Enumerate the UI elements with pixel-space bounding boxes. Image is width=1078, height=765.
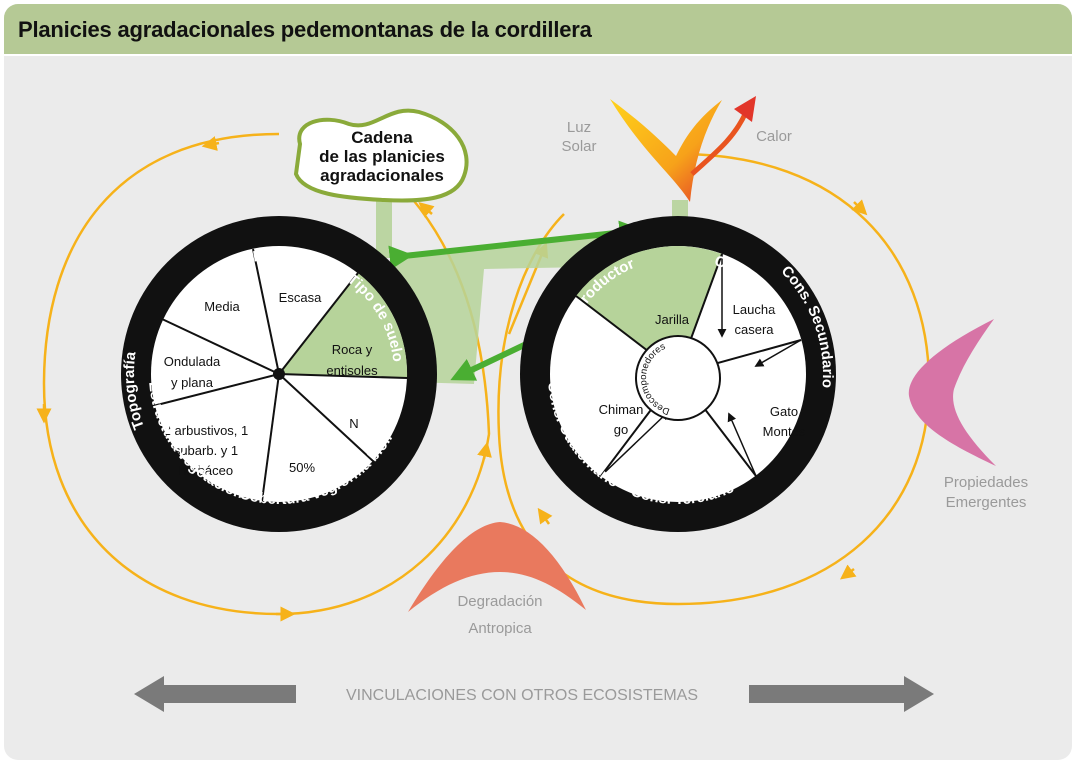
solar-label: Solar: [561, 138, 596, 155]
cell-gato-2: Montés: [763, 424, 806, 439]
luz-label: Luz: [567, 119, 591, 136]
cell-estructura-3: herbáceo: [179, 463, 233, 478]
cell-pct: 50%: [289, 460, 315, 475]
right-arrow-icon: [749, 676, 934, 712]
antropica-label: Antropica: [468, 620, 532, 637]
cell-chimango-1: Chiman: [599, 402, 644, 417]
cell-n: N: [349, 416, 358, 431]
chain-bubble: Cadena de las planicies agradacionales: [293, 108, 469, 203]
left-arrow-icon: [134, 676, 296, 712]
cell-ondulada-2: y plana: [171, 375, 214, 390]
propiedades-emergentes: Propiedades Emergentes: [908, 319, 1028, 511]
cell-gato-1: Gato: [770, 404, 798, 419]
cell-jarilla: Jarilla: [655, 312, 690, 327]
emergentes-label: Emergentes: [946, 494, 1027, 511]
ecosystem-diagram: Cadena de las planicies agradacionales L…: [36, 96, 1028, 712]
bubble-line-3: agradacionales: [320, 166, 444, 185]
cell-media: Media: [204, 299, 240, 314]
cell-laucha-2: casera: [734, 322, 774, 337]
degradacion-label: Degradación: [457, 593, 542, 610]
cell-laucha-1: Laucha: [733, 302, 776, 317]
cell-escasa: Escasa: [279, 290, 322, 305]
degradacion-antropica: Degradación Antropica: [408, 522, 586, 637]
cell-chimango-2: go: [614, 422, 628, 437]
page-title: Planicies agradacionales pedemontanas de…: [18, 17, 592, 42]
header-bar: Planicies agradacionales pedemontanas de…: [4, 4, 1072, 56]
cell-roca-1: Roca y: [332, 342, 373, 357]
left-wheel: Escasa Media Roca y entisoles N 50% 2 ar…: [121, 216, 437, 532]
cell-estructura-1: 2 arbustivos, 1: [164, 423, 249, 438]
propiedades-label: Propiedades: [944, 474, 1028, 491]
calor-label: Calor: [756, 128, 792, 145]
diagram-frame: Planicies agradacionales pedemontanas de…: [4, 4, 1072, 760]
cell-estructura-2: subarb. y 1: [174, 443, 238, 458]
cell-ondulada-1: Ondulada: [164, 354, 221, 369]
vinculaciones-label: VINCULACIONES CON OTROS ECOSISTEMAS: [346, 687, 698, 704]
sun-heat-icon: Luz Solar Calor: [561, 96, 792, 202]
bubble-line-2: de las planicies: [319, 147, 445, 166]
vinculaciones-bar: VINCULACIONES CON OTROS ECOSISTEMAS: [134, 676, 934, 712]
bubble-line-1: Cadena: [351, 128, 413, 147]
right-wheel: Descomponedores Jarilla Laucha casera Ga…: [520, 216, 836, 532]
cell-roca-2: entisoles: [326, 363, 378, 378]
